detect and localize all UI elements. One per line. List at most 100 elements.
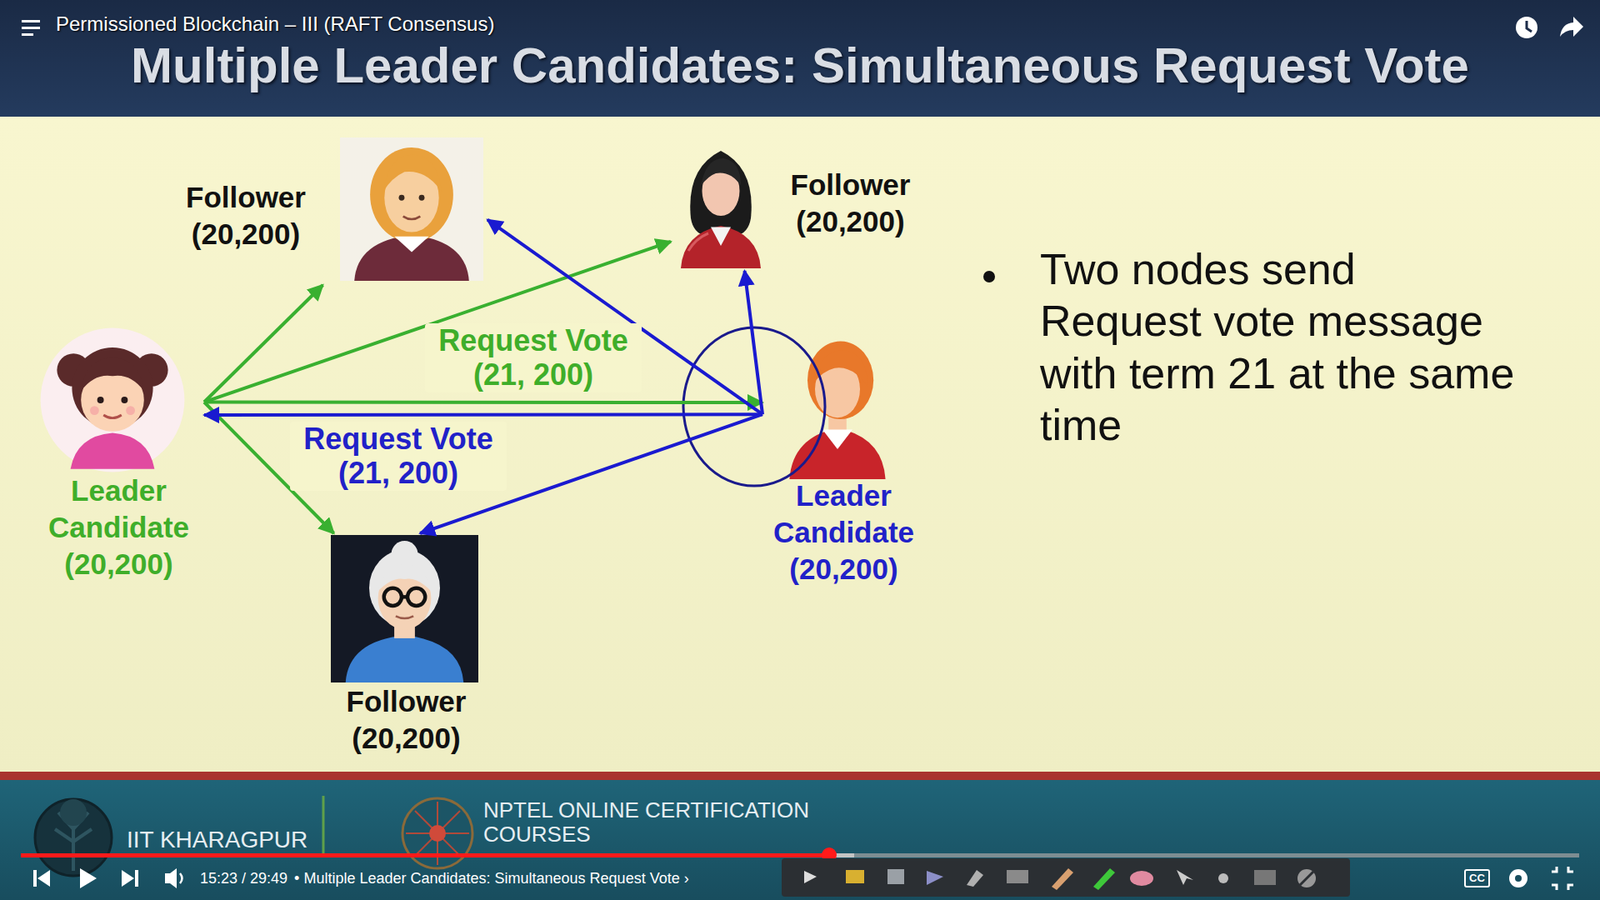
- playlist-icon: [21, 20, 40, 23]
- player-controls: [80, 868, 97, 889]
- person-illustration: [40, 328, 185, 473]
- person-illustration: [680, 150, 761, 269]
- iit-logo: [35, 799, 112, 876]
- person-illustration: [399, 195, 405, 201]
- message-arrow: [204, 412, 763, 417]
- person-illustration: [807, 340, 874, 420]
- annotation-toolbar: [1176, 870, 1194, 885]
- annotation-toolbar: [1300, 871, 1314, 885]
- share-icon: [1560, 16, 1584, 37]
- person-illustration: [340, 137, 484, 281]
- player-controls: [33, 870, 37, 887]
- person-illustration: [403, 216, 421, 220]
- player-controls: [37, 870, 50, 887]
- person-illustration: [419, 195, 425, 201]
- person-illustration: [407, 588, 425, 606]
- annotation-toolbar: [1218, 873, 1229, 884]
- annotation-toolbar: [1130, 870, 1154, 886]
- player-controls: [135, 870, 139, 887]
- iit-logo: [60, 799, 87, 826]
- clock-icon: [1526, 20, 1532, 32]
- person-illustration: [345, 635, 465, 683]
- share-icon: [1560, 16, 1584, 37]
- annotation-toolbar: [804, 870, 817, 884]
- nptel-logo: [429, 825, 446, 842]
- person-node: Leader Candidate (20,200): [762, 320, 925, 596]
- playlist-icon: [21, 20, 40, 36]
- person-illustration: [90, 405, 100, 415]
- player-controls: [121, 870, 135, 887]
- player-controls: [165, 868, 177, 889]
- node-label: Follower (20,200): [175, 179, 317, 253]
- person-node: Leader Candidate (20,200): [33, 320, 205, 592]
- person-node: Follower (20,200): [329, 533, 484, 760]
- person-illustration: [80, 358, 145, 392]
- person-illustration: [789, 428, 885, 480]
- annotation-toolbar: [1006, 870, 1029, 884]
- course-banner: NPTEL ONLINE CERTIFICATION COURSES: [483, 798, 817, 847]
- person-illustration: [354, 235, 470, 281]
- settings-icon: [1509, 869, 1528, 888]
- person-illustration: [383, 155, 443, 193]
- footer-rule: [0, 771, 1600, 780]
- bullet-dot: [983, 270, 995, 283]
- person-illustration: [710, 227, 731, 247]
- player-controls: [180, 873, 183, 884]
- edge-label: Request Vote (21, 200): [425, 323, 642, 393]
- playlist-icon: [21, 26, 40, 30]
- person-node: Follower (20,200): [670, 137, 925, 271]
- footer-divider: [322, 795, 325, 855]
- node-label: Follower (20,200): [329, 683, 484, 757]
- node-label: Leader Candidate (20,200): [33, 472, 205, 582]
- clock-icon: [1515, 16, 1538, 39]
- institute-name: IIT KHARAGPUR: [126, 825, 308, 855]
- annotation-toolbar: [1051, 868, 1074, 890]
- slide-title: Multiple Leader Candidates: Simultaneous…: [130, 38, 1470, 94]
- settings-icon: [1509, 869, 1528, 888]
- person-illustration: [688, 233, 709, 251]
- message-arrow: [204, 285, 323, 403]
- annotation-toolbar: [781, 858, 1350, 897]
- annotation-toolbar: [1297, 869, 1316, 888]
- person-illustration: [97, 396, 105, 404]
- progress-bar: [20, 853, 830, 858]
- person-illustration: [120, 396, 128, 404]
- person-illustration: [394, 236, 429, 253]
- message-arrow: [745, 270, 764, 415]
- person-illustration: [384, 588, 402, 606]
- annotation-toolbar: [845, 870, 865, 884]
- person-illustration: [401, 595, 408, 599]
- playlist-icon: [21, 33, 34, 36]
- annotation-toolbar: [926, 870, 944, 885]
- video-title: Permissioned Blockchain – III (RAFT Cons…: [55, 11, 495, 37]
- node-label: Follower (20,200): [781, 166, 920, 240]
- annotation-toolbar: [1093, 868, 1115, 890]
- person-node: Follower (20,200): [170, 133, 488, 285]
- message-arrow: [204, 400, 763, 405]
- clock-icon: [1515, 16, 1538, 39]
- annotation-toolbar: [1254, 870, 1276, 885]
- person-illustration: [395, 615, 414, 619]
- person-illustration: [125, 405, 135, 415]
- fullscreen-icon: [1551, 866, 1574, 890]
- settings-icon: [1515, 875, 1522, 882]
- person-illustration: [340, 137, 484, 281]
- message-arrow: [204, 241, 671, 403]
- nptel-logo: [402, 798, 473, 869]
- person-illustration: [378, 564, 432, 591]
- chapter-title: • Multiple Leader Candidates: Simultaneo…: [294, 869, 690, 889]
- bullet-text: Two nodes send Request vote message with…: [1040, 243, 1525, 452]
- title-holder: Multiple Leader Candidates: Simultaneous…: [0, 38, 1600, 94]
- video-time: 15:23 / 29:49: [200, 869, 288, 889]
- person-illustration: [330, 535, 479, 683]
- player-controls: [33, 868, 183, 889]
- person-illustration: [40, 328, 185, 473]
- person-illustration: [70, 433, 155, 470]
- edge-label: Request Vote (21, 200): [290, 421, 507, 491]
- nptel-logo: [402, 798, 473, 869]
- iit-logo: [35, 799, 112, 876]
